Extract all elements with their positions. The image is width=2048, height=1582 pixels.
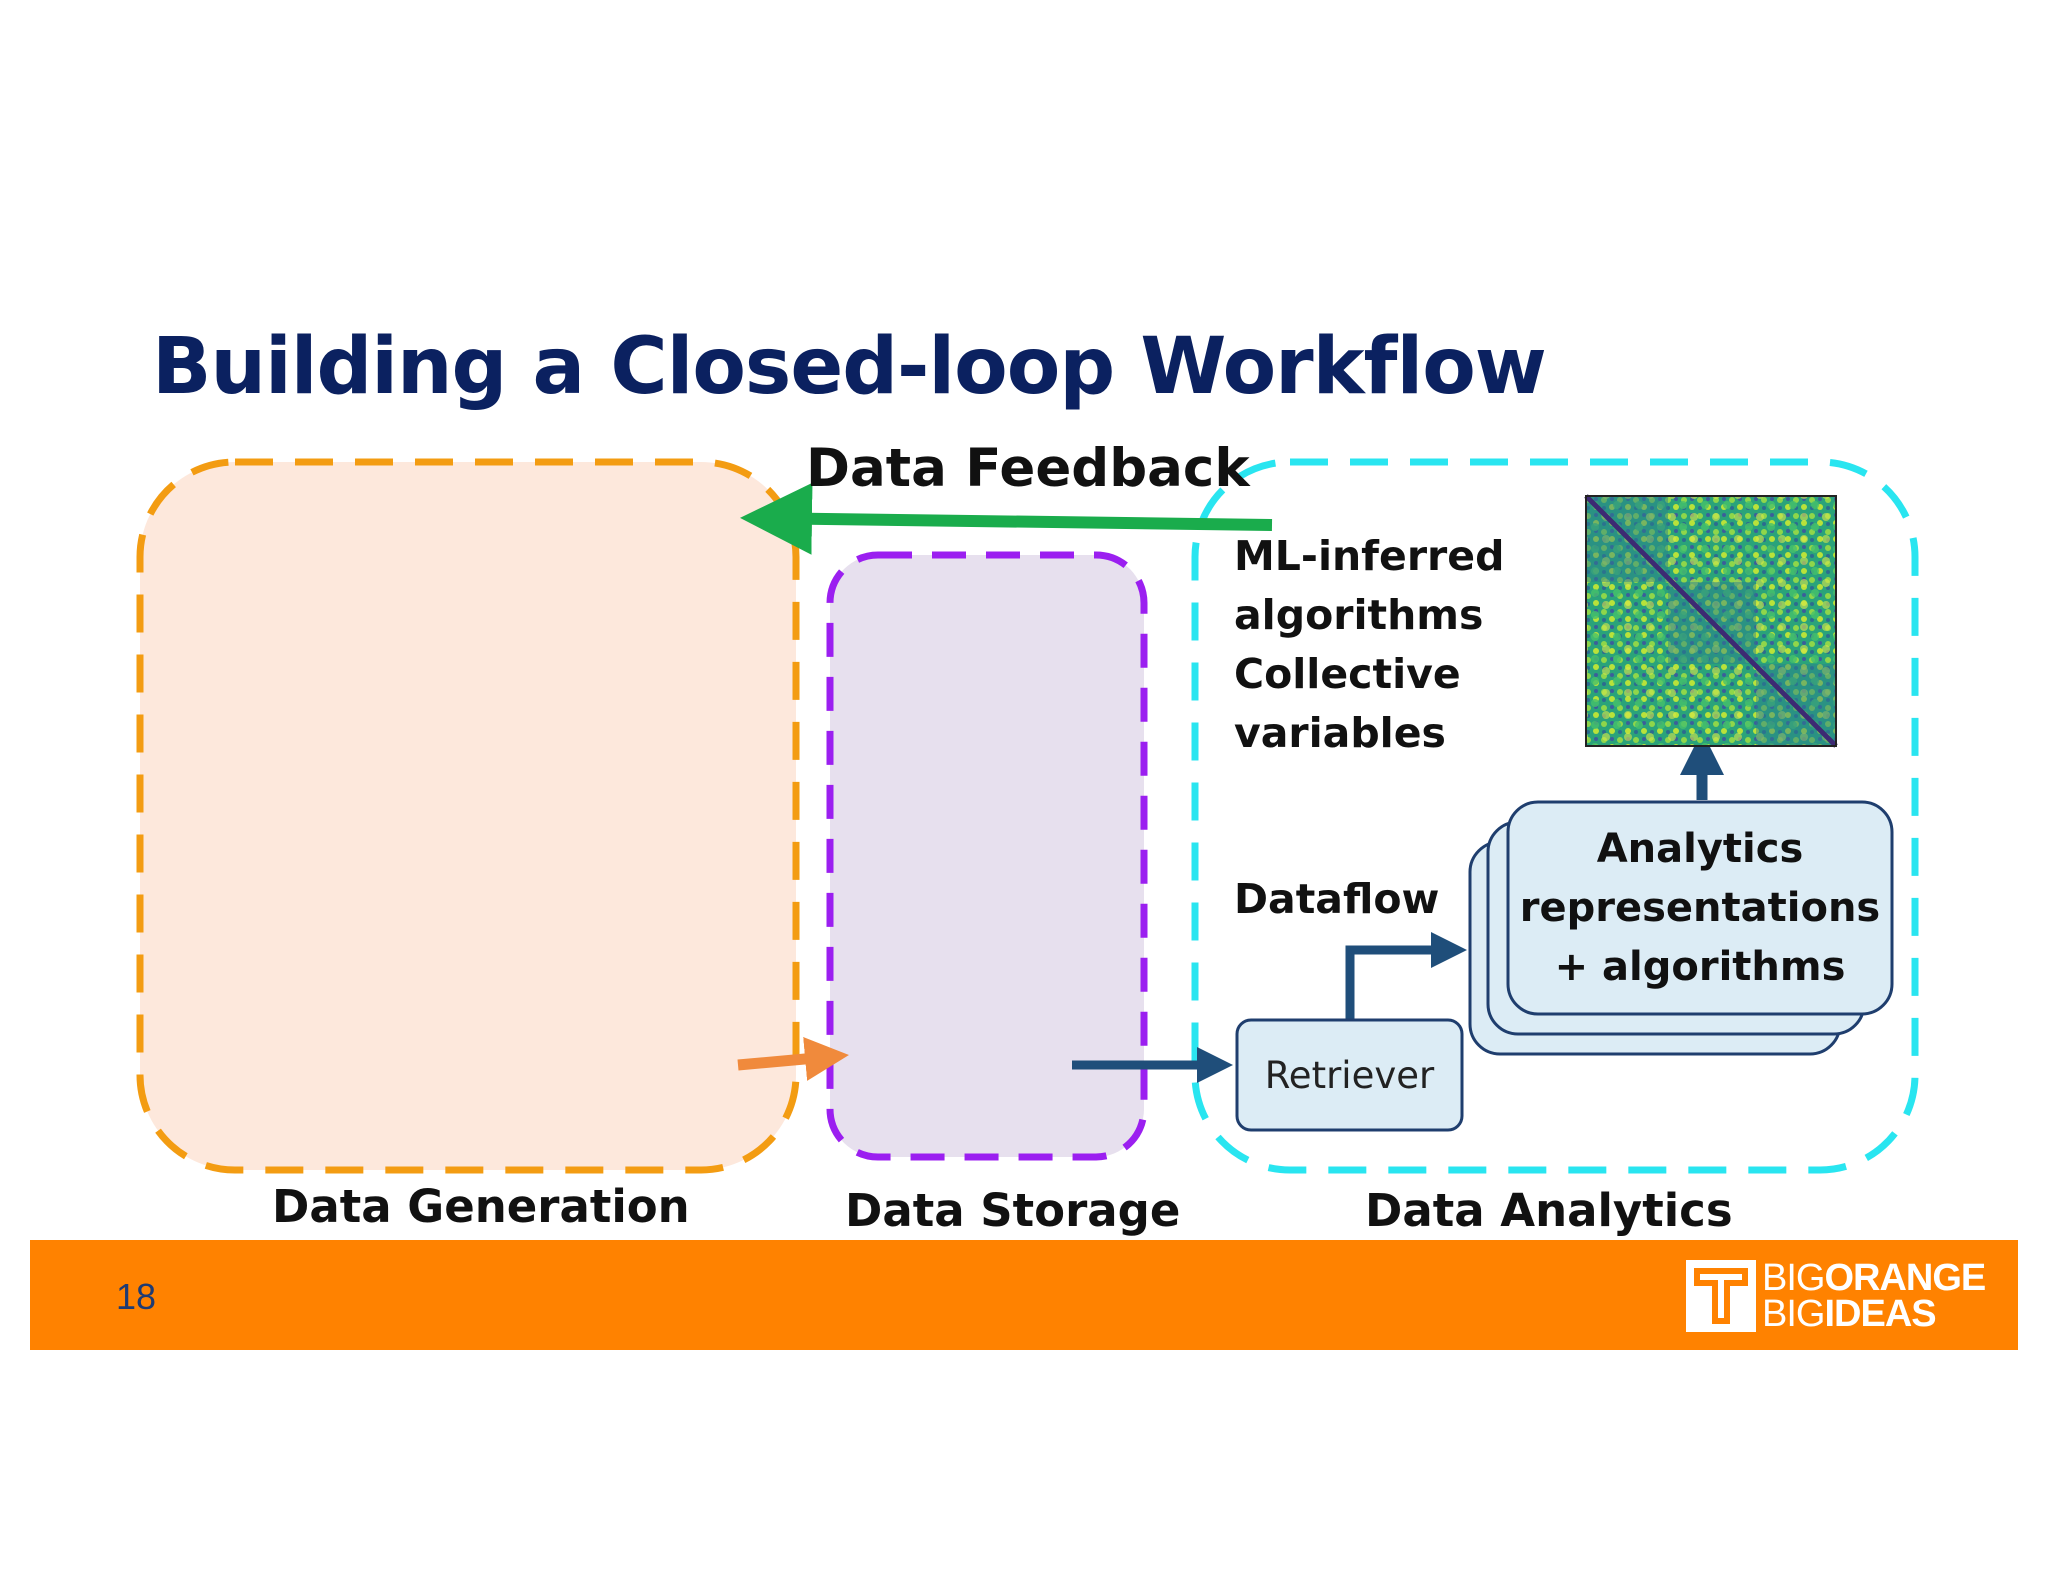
power-t-icon bbox=[1686, 1260, 1756, 1332]
logo-orange: ORANGE bbox=[1824, 1257, 1986, 1299]
analytics-box-front bbox=[1506, 800, 1894, 1016]
analytics-box-line-1: Analytics bbox=[1596, 825, 1804, 872]
data-feedback-label: Data Feedback bbox=[806, 438, 1250, 499]
generation-to-storage-arrow bbox=[737, 1037, 849, 1081]
data-feedback-arrow bbox=[740, 482, 1273, 555]
data-analytics-region bbox=[1191, 458, 1919, 1174]
collective-line: Collective bbox=[1234, 650, 1461, 698]
dataflow-label: Dataflow bbox=[1234, 875, 1440, 923]
big-orange-big-ideas-logo: BIGORANGE BIGIDEAS bbox=[1686, 1257, 1998, 1335]
data-generation-region bbox=[136, 458, 800, 1174]
ml-inferred-line: ML-inferred bbox=[1234, 532, 1505, 580]
data-storage-label: Data Storage bbox=[845, 1184, 1181, 1237]
logo-ideas: IDEAS bbox=[1824, 1293, 1936, 1335]
algorithms-line: algorithms bbox=[1234, 591, 1484, 639]
analytics-box-line-3: + algorithms bbox=[1554, 943, 1846, 990]
data-generation-label: Data Generation bbox=[272, 1180, 690, 1233]
data-storage-region bbox=[826, 551, 1148, 1161]
page-number: 18 bbox=[116, 1276, 157, 1317]
analytics-box-text: Analytics representations + algorithms bbox=[1508, 802, 1892, 1014]
variables-line: variables bbox=[1234, 709, 1446, 757]
retriever-label: Retriever bbox=[1264, 1053, 1435, 1097]
retriever-to-analytics-arrow bbox=[1345, 932, 1467, 1020]
data-analytics-label: Data Analytics bbox=[1365, 1184, 1733, 1237]
contact-map-image bbox=[1584, 494, 1838, 748]
logo-big-1: BIG bbox=[1762, 1257, 1825, 1299]
analytics-box-line-2: representations bbox=[1519, 884, 1881, 931]
logo-big-2: BIG bbox=[1762, 1293, 1825, 1335]
retriever-box bbox=[1235, 1018, 1464, 1132]
slide-title: Building a Closed-loop Workflow bbox=[152, 322, 1547, 412]
